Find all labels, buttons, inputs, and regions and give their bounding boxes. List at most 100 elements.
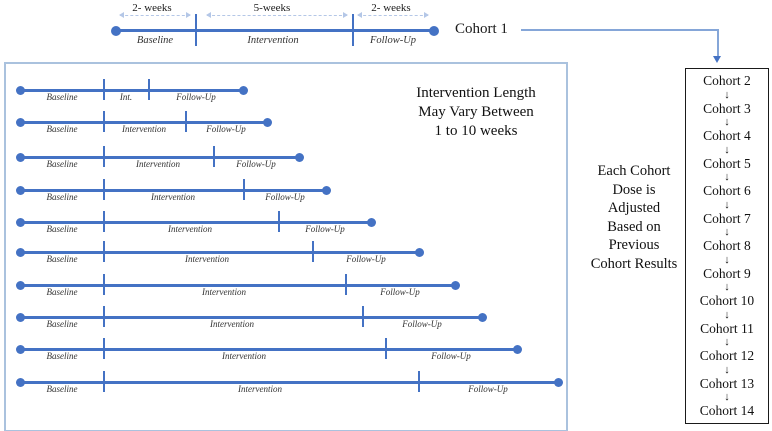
timeline-line bbox=[20, 156, 300, 159]
cohort-timeline-row: Baseline Intervention Follow-Up bbox=[16, 241, 424, 267]
phase-label-intervention: Intervention bbox=[210, 319, 254, 329]
down-arrow-icon: ↓ bbox=[724, 308, 730, 321]
timeline-endpoint-dot bbox=[16, 218, 25, 227]
intervention-length-note: Intervention Length May Vary Between 1 t… bbox=[366, 84, 586, 141]
phase-label-intervention: Intervention bbox=[185, 254, 229, 264]
cohort-item: Cohort 7 bbox=[703, 210, 751, 226]
timeline-endpoint-dot bbox=[451, 281, 460, 290]
timeline-line bbox=[20, 348, 518, 351]
timeline-endpoint-dot bbox=[16, 313, 25, 322]
timeline-tick bbox=[103, 338, 105, 359]
phase-label-followup: Follow-Up bbox=[236, 159, 276, 169]
timeline-endpoint-dot bbox=[554, 378, 563, 387]
timeline-tick bbox=[148, 79, 150, 100]
timeline-endpoint-dot bbox=[239, 86, 248, 95]
arrowhead-down-icon bbox=[713, 56, 721, 63]
timeline-endpoint-dot bbox=[16, 378, 25, 387]
cohort-item: Cohort 11 bbox=[700, 320, 754, 336]
timeline-endpoint-dot bbox=[16, 86, 25, 95]
timeline-endpoint-dot bbox=[367, 218, 376, 227]
down-arrow-icon: ↓ bbox=[724, 281, 730, 294]
timeline-tick bbox=[195, 14, 197, 46]
timeline-tick bbox=[278, 211, 280, 232]
phase-label-followup: Follow-Up bbox=[431, 351, 471, 361]
double-arrow-icon bbox=[206, 12, 348, 18]
note-line: Each Cohort bbox=[597, 163, 671, 179]
cohort-timeline-row: Baseline Intervention Follow-Up bbox=[16, 274, 460, 300]
timeline-endpoint-dot bbox=[295, 153, 304, 162]
down-arrow-icon: ↓ bbox=[724, 116, 730, 129]
timeline-endpoint-dot bbox=[16, 186, 25, 195]
phase-label-baseline: Baseline bbox=[46, 224, 78, 234]
cohort-item: Cohort 14 bbox=[699, 403, 755, 418]
phase-label-intervention: Intervention bbox=[202, 287, 246, 297]
phase-label-followup: Follow-Up bbox=[206, 124, 246, 134]
down-arrow-icon: ↓ bbox=[724, 363, 730, 376]
timeline-tick bbox=[362, 306, 364, 327]
note-line: Intervention Length bbox=[416, 85, 536, 101]
cohort-item: Cohort 12 bbox=[699, 348, 755, 363]
timeline-tick bbox=[103, 179, 105, 200]
note-line: 1 to 10 weeks bbox=[434, 123, 518, 139]
down-arrow-icon: ↓ bbox=[724, 391, 730, 404]
phase-label-intervention: Intervention bbox=[238, 384, 282, 394]
down-arrow-icon: ↓ bbox=[724, 88, 730, 101]
duration-label-followup: 2- weeks bbox=[371, 2, 411, 14]
timeline-tick bbox=[103, 146, 105, 167]
timeline-tick bbox=[185, 111, 187, 132]
timeline-tick bbox=[103, 241, 105, 262]
note-line: Dose is bbox=[612, 181, 656, 198]
phase-label-baseline: Baseline bbox=[136, 35, 174, 46]
timeline-tick bbox=[418, 371, 420, 392]
cohort-item: Cohort 6 bbox=[703, 183, 751, 198]
timeline-tick bbox=[312, 241, 314, 262]
cohort-item: Cohort 3 bbox=[703, 100, 751, 116]
phase-label-intervention: Intervention bbox=[122, 124, 166, 134]
cohort-timeline-row: Baseline Intervention Follow-Up bbox=[16, 111, 272, 137]
timeline-line bbox=[20, 89, 244, 92]
timeline-line bbox=[20, 121, 268, 124]
timeline-tick bbox=[103, 371, 105, 392]
timeline-endpoint-dot bbox=[16, 153, 25, 162]
down-arrow-icon: ↓ bbox=[724, 226, 730, 239]
cohort1-label: Cohort 1 bbox=[455, 21, 508, 37]
phase-label-baseline: Baseline bbox=[46, 192, 78, 202]
phase-label-intervention: Intervention bbox=[136, 159, 180, 169]
timeline-line bbox=[20, 189, 327, 192]
cohort-item: Cohort 10 bbox=[699, 293, 755, 308]
phase-label-followup: Follow-Up bbox=[176, 92, 216, 102]
timeline-tick bbox=[103, 79, 105, 100]
duration-label-intervention: 5-weeks bbox=[253, 2, 291, 14]
timeline-endpoint-dot bbox=[415, 248, 424, 257]
timeline-line bbox=[20, 381, 559, 384]
cohort-timeline-row: Baseline Intervention Follow-Up bbox=[16, 179, 331, 205]
phase-label-baseline: Baseline bbox=[46, 384, 78, 394]
timeline-tick bbox=[345, 274, 347, 295]
cohort1-connector-line bbox=[717, 29, 719, 57]
cohort-item: Cohort 13 bbox=[699, 375, 755, 391]
timeline-tick bbox=[103, 274, 105, 295]
timeline-line bbox=[115, 29, 435, 32]
phase-label-baseline: Baseline bbox=[46, 287, 78, 297]
note-line: May Vary Between bbox=[418, 104, 534, 120]
cohort-timeline-row: Baseline Intervention Follow-Up bbox=[16, 338, 522, 364]
timeline-tick bbox=[103, 306, 105, 327]
timeline-endpoint-dot bbox=[429, 25, 439, 36]
timeline-tick bbox=[352, 14, 354, 46]
cohort-item: Cohort 8 bbox=[703, 238, 751, 253]
cohort-timeline-row: Baseline Intervention Follow-Up bbox=[16, 146, 304, 172]
phase-label-followup: Follow-Up bbox=[468, 384, 508, 394]
phase-label-followup: Follow-Up bbox=[402, 319, 442, 329]
timeline-tick bbox=[385, 338, 387, 359]
cohort-timeline-row: Baseline Int. Follow-Up bbox=[16, 79, 248, 105]
duration-label-baseline: 2- weeks bbox=[132, 2, 172, 14]
phase-label-baseline: Baseline bbox=[46, 159, 78, 169]
dose-adjustment-note: Each Cohort Dose is Adjusted Based on Pr… bbox=[574, 162, 694, 273]
phase-label-followup: Follow-Up bbox=[380, 287, 420, 297]
timeline-endpoint-dot bbox=[16, 248, 25, 257]
cohort1-connector-line bbox=[521, 29, 718, 31]
variable-length-panel bbox=[4, 62, 568, 431]
note-line: Based on bbox=[607, 218, 661, 235]
timeline-line bbox=[20, 251, 420, 254]
